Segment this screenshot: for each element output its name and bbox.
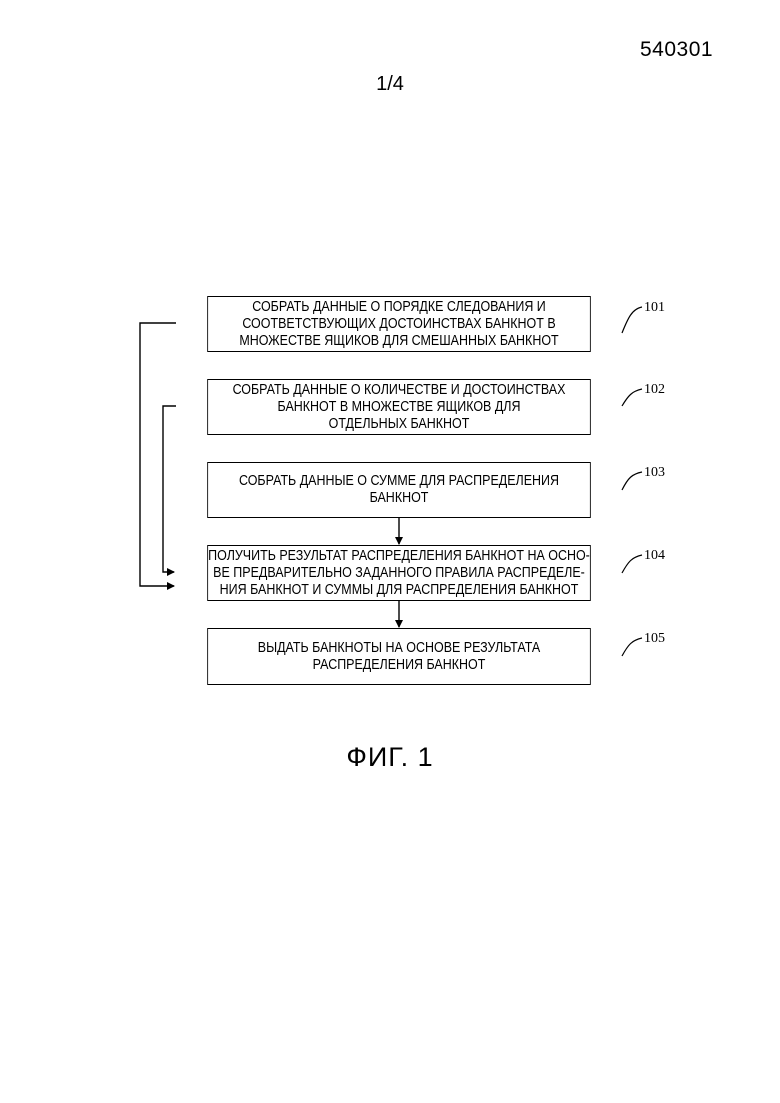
- flow-step-text: СОБРАТЬ ДАННЫЕ О ПОРЯДКЕ СЛЕДОВАНИЯ И СО…: [208, 299, 590, 350]
- connector-101-to-104: [140, 323, 176, 586]
- flow-step-text: СОБРАТЬ ДАННЫЕ О СУММЕ ДЛЯ РАСПРЕДЕЛЕНИЯ…: [208, 473, 590, 507]
- flow-step-text: ВЫДАТЬ БАНКНОТЫ НА ОСНОВЕ РЕЗУЛЬТАТА РАС…: [208, 640, 590, 674]
- flow-step-103: СОБРАТЬ ДАННЫЕ О СУММЕ ДЛЯ РАСПРЕДЕЛЕНИЯ…: [207, 462, 591, 518]
- ref-numeral-105: 105: [644, 631, 665, 647]
- ref-leader-102: [622, 389, 642, 406]
- ref-numeral-102: 102: [644, 382, 665, 398]
- flow-step-101: СОБРАТЬ ДАННЫЕ О ПОРЯДКЕ СЛЕДОВАНИЯ И СО…: [207, 296, 591, 352]
- flow-step-102: СОБРАТЬ ДАННЫЕ О КОЛИЧЕСТВЕ И ДОСТОИНСТВ…: [207, 379, 591, 435]
- ref-numeral-101: 101: [644, 300, 665, 316]
- ref-leader-103: [622, 472, 642, 490]
- ref-leader-105: [622, 638, 642, 656]
- ref-leader-101: [622, 307, 642, 333]
- connector-102-to-104: [163, 406, 176, 572]
- figure-caption: ФИГ. 1: [0, 742, 780, 773]
- flow-step-text: ПОЛУЧИТЬ РЕЗУЛЬТАТ РАСПРЕДЕЛЕНИЯ БАНКНОТ…: [208, 548, 590, 599]
- flow-step-104: ПОЛУЧИТЬ РЕЗУЛЬТАТ РАСПРЕДЕЛЕНИЯ БАНКНОТ…: [207, 545, 591, 601]
- flow-step-105: ВЫДАТЬ БАНКНОТЫ НА ОСНОВЕ РЕЗУЛЬТАТА РАС…: [207, 628, 591, 685]
- ref-numeral-103: 103: [644, 465, 665, 481]
- ref-leader-104: [622, 555, 642, 573]
- ref-numeral-104: 104: [644, 548, 665, 564]
- flow-step-text: СОБРАТЬ ДАННЫЕ О КОЛИЧЕСТВЕ И ДОСТОИНСТВ…: [208, 382, 590, 433]
